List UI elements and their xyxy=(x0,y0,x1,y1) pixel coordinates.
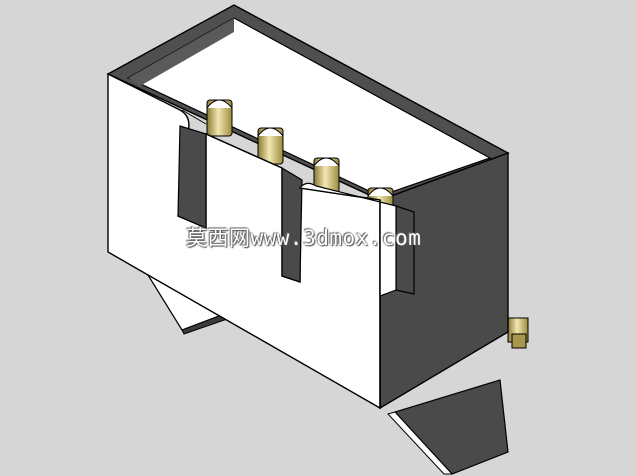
housing-latch xyxy=(298,182,397,297)
pin-1 xyxy=(206,99,233,137)
watermark-text: 莫西网www.3dmox.com xyxy=(186,226,422,250)
pin-3 xyxy=(313,157,340,195)
slot-center xyxy=(281,166,303,283)
slot-left xyxy=(177,125,207,229)
side-pin xyxy=(507,317,529,349)
housing-inner-shadow xyxy=(128,18,234,86)
housing-leg-right xyxy=(387,379,509,475)
